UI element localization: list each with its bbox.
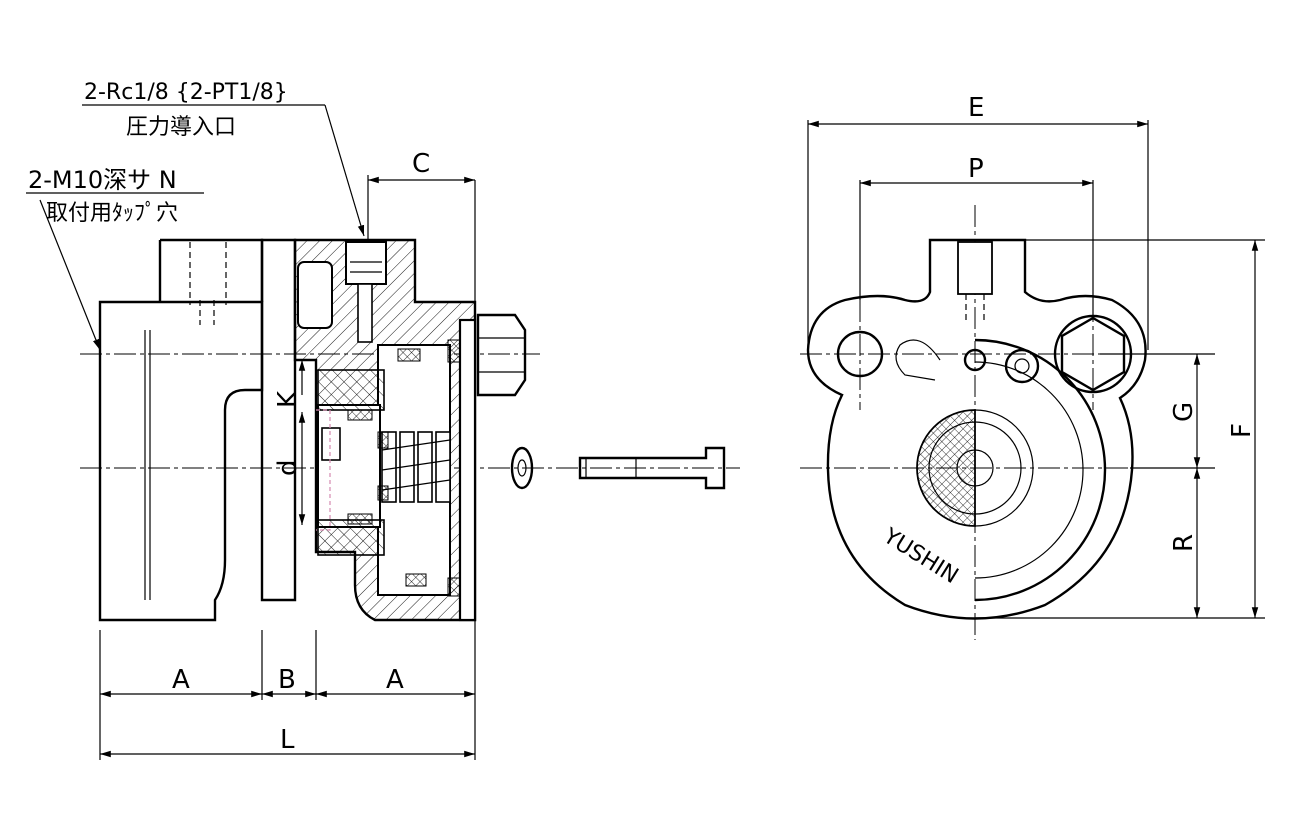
- dim-label-a1: A: [172, 665, 190, 695]
- callout-labels: 2-Rc1/8 {2-PT1/8} 圧力導入口 2-M10深サ N 取付用ﾀｯﾌ…: [28, 80, 288, 226]
- dim-label-a2: A: [386, 665, 404, 695]
- port-callout-line1: 2-Rc1/8 {2-PT1/8}: [84, 80, 288, 105]
- dim-label-g: G: [1169, 402, 1199, 422]
- yushin-marking: YUSHIN: [878, 523, 962, 589]
- dimension-labels: C K d A B A L E P G R F: [172, 93, 1257, 755]
- dim-label-r: R: [1169, 534, 1199, 552]
- end-view: YUSHIN: [800, 120, 1265, 640]
- dim-label-e: E: [968, 93, 984, 123]
- port-callout-line2: 圧力導入口: [126, 115, 236, 140]
- side-section-view: [26, 104, 740, 760]
- dim-label-f: F: [1227, 423, 1257, 438]
- tap-callout-line2: 取付用ﾀｯﾌﾟ穴: [46, 201, 178, 226]
- dim-label-d: d: [273, 459, 303, 476]
- dim-label-b: B: [278, 665, 296, 695]
- dim-label-p: P: [968, 154, 984, 184]
- dim-label-k: K: [273, 390, 303, 408]
- dim-label-c: C: [412, 149, 430, 179]
- tap-callout-line1: 2-M10深サ N: [28, 166, 177, 194]
- dim-label-l: L: [280, 725, 295, 755]
